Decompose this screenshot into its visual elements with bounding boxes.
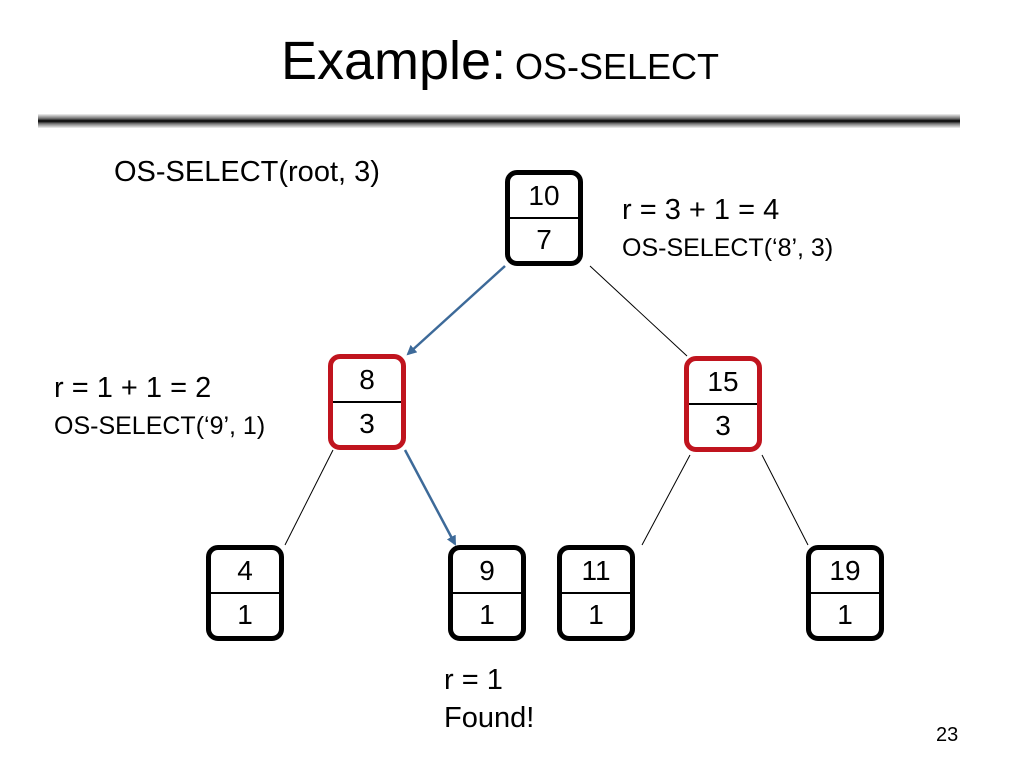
- tree-node-4: 4 1: [206, 545, 284, 641]
- title-divider: [38, 114, 960, 128]
- node-key: 11: [562, 550, 630, 594]
- node-key: 4: [211, 550, 279, 594]
- title-main: Example:: [280, 31, 507, 91]
- initial-call: OS-SELECT(root, 3): [114, 156, 380, 188]
- edge-8-9: [403, 449, 457, 546]
- left-rank-annotation: r = 1 + 1 = 2: [54, 372, 212, 404]
- root-recursive-call: OS-SELECT(‘8’, 3): [622, 234, 834, 262]
- page-number: 23: [936, 724, 959, 746]
- found-rank-annotation: r = 1: [444, 664, 503, 696]
- tree-node-11: 11 1: [557, 545, 635, 641]
- node-key: 8: [333, 359, 401, 403]
- left-recursive-call: OS-SELECT(‘9’, 1): [54, 412, 266, 440]
- tree-node-8: 8 3: [328, 354, 406, 450]
- found-label: Found!: [444, 702, 535, 734]
- edge-15-11: [641, 454, 691, 546]
- node-size: 1: [588, 599, 604, 630]
- tree-node-10: 10 7: [505, 170, 583, 266]
- node-size: 3: [715, 410, 731, 441]
- tree-node-15: 15 3: [684, 356, 762, 452]
- title-sub: OS-SELECT: [514, 46, 720, 87]
- edge-15-19: [761, 454, 809, 546]
- slide-title: Example: OS-SELECT: [0, 30, 1000, 92]
- node-key: 10: [510, 175, 578, 219]
- node-key: 9: [453, 550, 521, 594]
- node-size: 1: [479, 599, 495, 630]
- root-rank-annotation: r = 3 + 1 = 4: [622, 194, 780, 226]
- node-size: 1: [237, 599, 253, 630]
- node-size: 1: [837, 599, 853, 630]
- node-size: 7: [536, 224, 552, 255]
- edge-10-15: [589, 265, 688, 357]
- edge-8-4: [284, 449, 334, 546]
- tree-node-9: 9 1: [448, 545, 526, 641]
- node-key: 15: [689, 361, 757, 405]
- node-key: 19: [811, 550, 879, 594]
- node-size: 3: [359, 408, 375, 439]
- edge-10-8: [406, 265, 506, 356]
- tree-node-19: 19 1: [806, 545, 884, 641]
